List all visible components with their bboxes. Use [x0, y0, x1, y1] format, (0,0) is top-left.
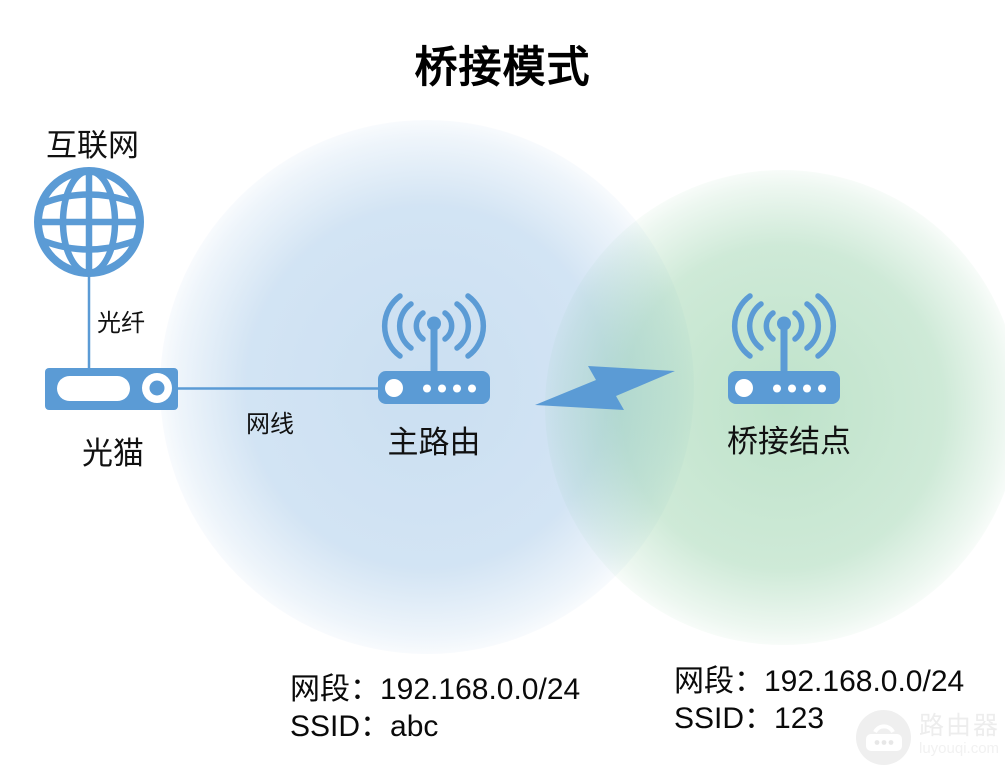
- ssid-label: SSID：: [290, 710, 391, 743]
- bridge-node-label: 桥接结点: [727, 424, 851, 459]
- ssid-label: SSID：: [674, 702, 775, 735]
- subnet-value: 192.168.0.0/24: [380, 673, 581, 706]
- ssid-value: abc: [390, 710, 439, 743]
- bridge-node-info: 网段：192.168.0.0/24 SSID：123: [674, 663, 964, 737]
- bridge-node-wifi-router-icon: [728, 293, 840, 404]
- modem-label: 光猫: [82, 436, 144, 471]
- bridge-node-ssid-line: SSID：123: [674, 700, 964, 737]
- watermark-brand: 路由器: [919, 712, 1001, 740]
- watermark-router-badge-icon: [856, 710, 911, 765]
- globe-icon: [34, 167, 144, 277]
- ssid-value: 123: [774, 702, 825, 735]
- diagram-title: 桥接模式: [414, 44, 591, 92]
- internet-label: 互联网: [46, 128, 139, 163]
- watermark-text: 路由器 luyouqi.com: [919, 710, 1000, 758]
- main-router-label: 主路由: [387, 425, 481, 460]
- main-router-subnet-line: 网段：192.168.0.0/24: [290, 671, 580, 708]
- subnet-label: 网段：: [290, 673, 380, 706]
- lightning-bolt-icon: [535, 366, 675, 410]
- subnet-value: 192.168.0.0/24: [764, 665, 965, 698]
- watermark-router-glyph: [866, 724, 902, 751]
- watermark-site: luyouqi.com: [919, 740, 1000, 757]
- subnet-label: 网段：: [674, 665, 764, 698]
- modem-icon: [45, 368, 178, 410]
- fiber-link-label: 光纤: [97, 310, 145, 337]
- main-router-wifi-router-icon: [378, 293, 490, 404]
- watermark: 路由器 luyouqi.com: [856, 710, 1000, 765]
- ethernet-link-label: 网线: [246, 411, 294, 438]
- bridge-node-subnet-line: 网段：192.168.0.0/24: [674, 663, 964, 700]
- main-router-info: 网段：192.168.0.0/24 SSID：abc: [290, 671, 580, 745]
- main-router-ssid-line: SSID：abc: [290, 708, 580, 745]
